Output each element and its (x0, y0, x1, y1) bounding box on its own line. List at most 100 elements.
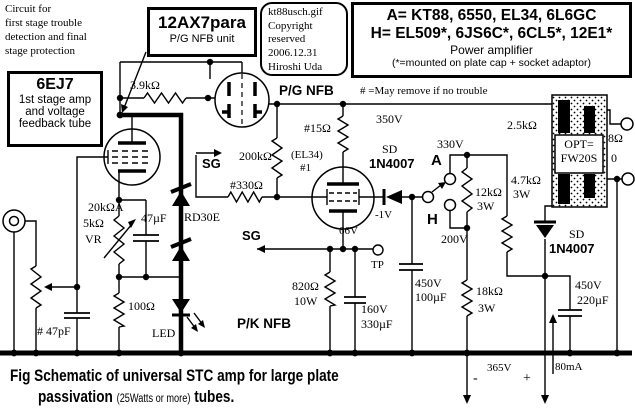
note-line: detection and final (5, 30, 87, 43)
label-test-point: TP (371, 259, 384, 271)
label-pot-20k: 20kΩA (88, 200, 124, 214)
tube-12ax7 (214, 72, 270, 128)
label-resistor-820: 820Ω (292, 279, 319, 293)
label-opt-model: FW20S (560, 151, 598, 165)
trouble-note: Circuit for first stage trouble detectio… (5, 3, 87, 59)
copyright-line: Hiroshi Uda (268, 60, 323, 73)
zener-rd30e-1 (170, 182, 192, 206)
cap-47pf (64, 312, 90, 319)
label-cap-220uf-voltage: 450V (575, 278, 602, 292)
tube-list-subtitle: Power amplifier (450, 43, 533, 57)
note-line: first stage trouble (5, 16, 82, 29)
label-voltage-330: 330V (437, 137, 464, 151)
copyright-line: reserved (268, 33, 306, 46)
led (172, 299, 205, 332)
label-cap-330uf-voltage: 160V (361, 302, 388, 316)
label-resistor-2.5k: 2.5kΩ (507, 118, 537, 132)
preamp-unit-subtitle: P/G NFB unit (169, 33, 235, 45)
switch-contact-a (443, 172, 457, 186)
label-voltage-neg1: -1V (375, 209, 393, 221)
label-resistor-330: #330Ω (230, 178, 263, 192)
note-line: Circuit for (5, 3, 52, 15)
first-stage-line: feedback tube (18, 118, 92, 130)
label-cap-47pf: # 47pF (37, 324, 71, 338)
connectors (2, 117, 635, 256)
copyright-line: kt88usch.gif (268, 6, 323, 18)
label-switch-h: H (427, 211, 438, 228)
first-stage-box: 6EJ7 1st stage amp and voltage feedback … (7, 71, 103, 147)
label-minus: - (473, 371, 478, 386)
copyright-line: 2006.12.31 (268, 46, 318, 59)
label-led: LED (152, 326, 176, 340)
label-cap-330uf: 330µF (361, 317, 393, 331)
cap-47uf (133, 234, 159, 242)
label-resistor-4.7k-watt: 3W (513, 187, 531, 201)
resistor-3.9k (143, 91, 187, 105)
label-pg-nfb: P/G NFB (279, 83, 334, 98)
caption-watts-note: (25Watts or more) (116, 393, 191, 405)
label-sg-2: SG (242, 228, 261, 243)
label-current-80ma: 80mA (555, 361, 583, 373)
cap-220uf (558, 309, 582, 317)
wires (13, 51, 622, 398)
label-resistor-18k-watt: 3W (478, 301, 496, 315)
label-voltage-350: 350V (376, 112, 403, 126)
label-opt: OPT= (564, 137, 594, 151)
switch-common (421, 190, 435, 204)
resistor-15 (336, 115, 350, 153)
test-point (372, 244, 384, 256)
tube-list-a: A= KT88, 6550, EL34, 6L6GC (386, 7, 597, 24)
resistor-18k (460, 279, 474, 317)
label-diode2-part: 1N4007 (549, 241, 595, 256)
preamp-unit-title: 12AX7para (158, 13, 246, 32)
label-cap-100uf: 100µF (415, 290, 447, 304)
output-jack-8ohm (620, 117, 634, 131)
label-zener-rd30e: RD30E (184, 210, 220, 224)
zener-rd30e-2 (170, 237, 192, 261)
label-diode1-part: 1N4007 (369, 156, 415, 171)
tube-6ej7 (103, 128, 161, 186)
label-cap-100uf-voltage: 450V (415, 276, 442, 290)
first-stage-title: 6EJ7 (36, 76, 74, 93)
label-resistor-100: 100Ω (128, 299, 155, 313)
resistor-100 (112, 292, 126, 328)
label-sd2: SD (569, 227, 585, 241)
label-resistor-15: #15Ω (304, 121, 331, 135)
diode-1n4007-bias (382, 189, 402, 205)
label-output-8ohm: 8Ω (608, 131, 623, 145)
resistor-200k (270, 137, 284, 179)
label-resistor-820-watt: 10W (294, 294, 318, 308)
copyright-box: kt88usch.gif Copyright reserved 2006.12.… (260, 2, 348, 76)
cap-100uf (399, 263, 423, 271)
tube-el34 (311, 166, 375, 230)
label-pk-nfb: P/K NFB (237, 316, 291, 331)
label-voltage-66: 66V (339, 225, 358, 237)
resistors (29, 91, 514, 328)
tube-list-h: H= EL509*, 6JS6C*, 6CL5*, 12E1* (370, 25, 613, 42)
label-voltage-200: 200V (441, 232, 468, 246)
label-sg-1: SG (202, 156, 221, 171)
label-cap-47uf: 47µF (141, 211, 167, 225)
resistor-330 (227, 190, 263, 204)
switch-contact-h (443, 198, 457, 212)
label-resistor-12k-watt: 3W (477, 199, 495, 213)
tube-list-note: (*=mounted on plate cap + socket adaptor… (391, 57, 592, 69)
preamp-unit-box: 12AX7para P/G NFB unit (147, 7, 257, 57)
copyright-line: Copyright (268, 19, 313, 32)
capacitors (64, 234, 582, 319)
label-sd1: SD (382, 142, 398, 156)
note-line: stage protection (5, 44, 75, 57)
cap-330uf (344, 296, 366, 304)
opt-label-box (554, 134, 604, 174)
first-stage-line: and voltage (25, 106, 85, 118)
potentiometer-20k (29, 265, 43, 309)
output-transformer (551, 94, 608, 208)
diodes (170, 182, 556, 332)
label-el34-number: #1 (300, 162, 311, 174)
label-plus: + (523, 371, 531, 386)
tube-list-box: A= KT88, 6550, EL34, 6L6GC H= EL509*, 6J… (351, 2, 632, 78)
label-switch-a: A (431, 152, 442, 169)
diode-1n4007-bplus (534, 220, 556, 238)
figure-caption: Fig Schematic of universal STC amp for l… (10, 366, 339, 407)
